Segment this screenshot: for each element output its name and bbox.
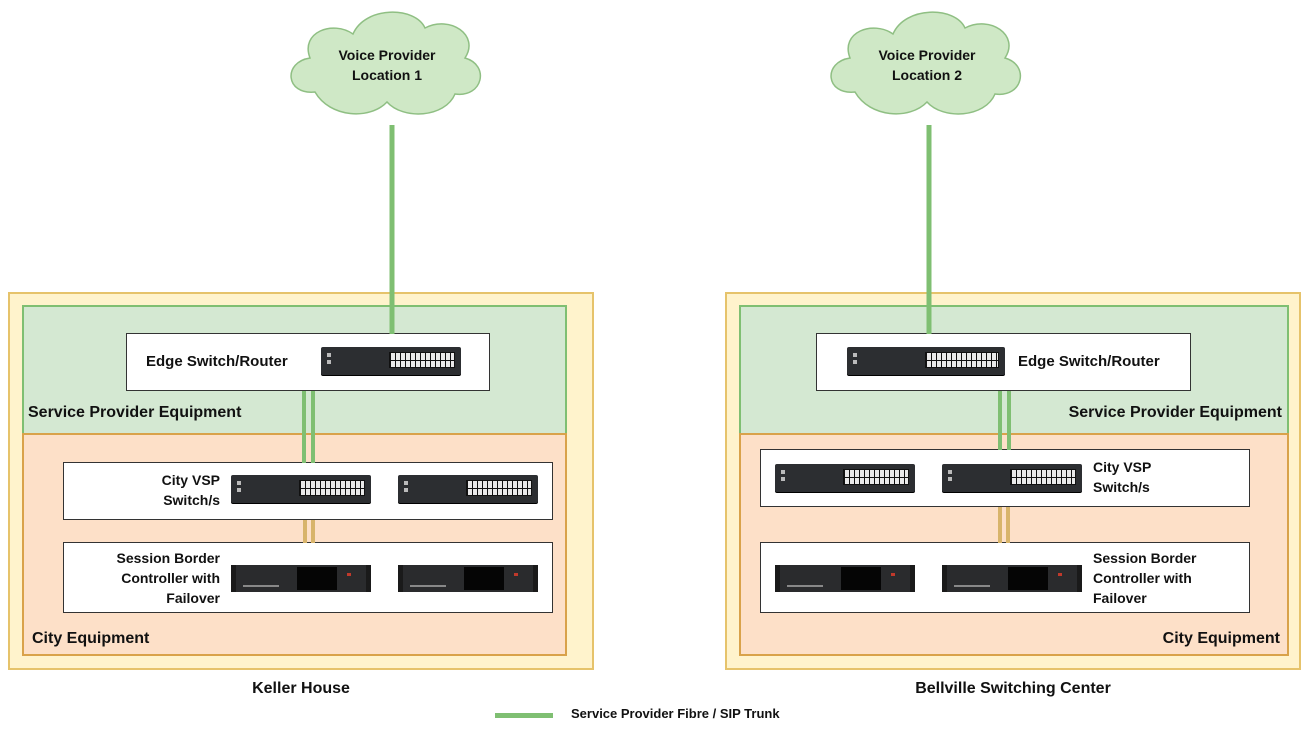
site-name-left: Keller House [252, 680, 350, 697]
vsp-switch-device-1 [775, 464, 915, 492]
edge-router-label: Edge Switch/Router [146, 353, 288, 370]
sbc-device-2 [942, 565, 1082, 592]
edge-switch-device [847, 347, 1005, 375]
cloud-voice-provider-2 [830, 11, 1022, 115]
sbc-label: Session Border Controller with Failover [116, 550, 220, 606]
vsp-switch-device-1 [231, 475, 371, 503]
sp-zone-label: Service Provider Equipment [28, 404, 242, 421]
vsp-switch-label: City VSP Switch/s [161, 472, 220, 508]
sbc-label: Session Border Controller with Failover [1093, 550, 1197, 606]
site-name-right: Bellville Switching Center [915, 680, 1111, 697]
vsp-switch-label: City VSP Switch/s [1093, 459, 1152, 495]
edge-switch-device [321, 347, 461, 375]
city-zone-label: City Equipment [1162, 630, 1280, 647]
sbc-device-1 [775, 565, 915, 592]
legend-fibre-swatch [495, 713, 553, 718]
cloud-label-1: Voice Provider Location 1 [338, 47, 436, 83]
sbc-device-2 [398, 565, 538, 592]
sbc-device-1 [231, 565, 371, 592]
cloud-voice-provider-1 [290, 11, 482, 115]
sp-zone-label: Service Provider Equipment [1068, 404, 1282, 421]
cloud-label-2: Voice Provider Location 2 [878, 47, 976, 83]
city-zone-label: City Equipment [32, 630, 150, 647]
vsp-switch-device-2 [398, 475, 538, 503]
edge-router-label: Edge Switch/Router [1018, 353, 1160, 370]
legend-label: Service Provider Fibre / SIP Trunk [571, 706, 780, 721]
vsp-switch-device-2 [942, 464, 1082, 492]
